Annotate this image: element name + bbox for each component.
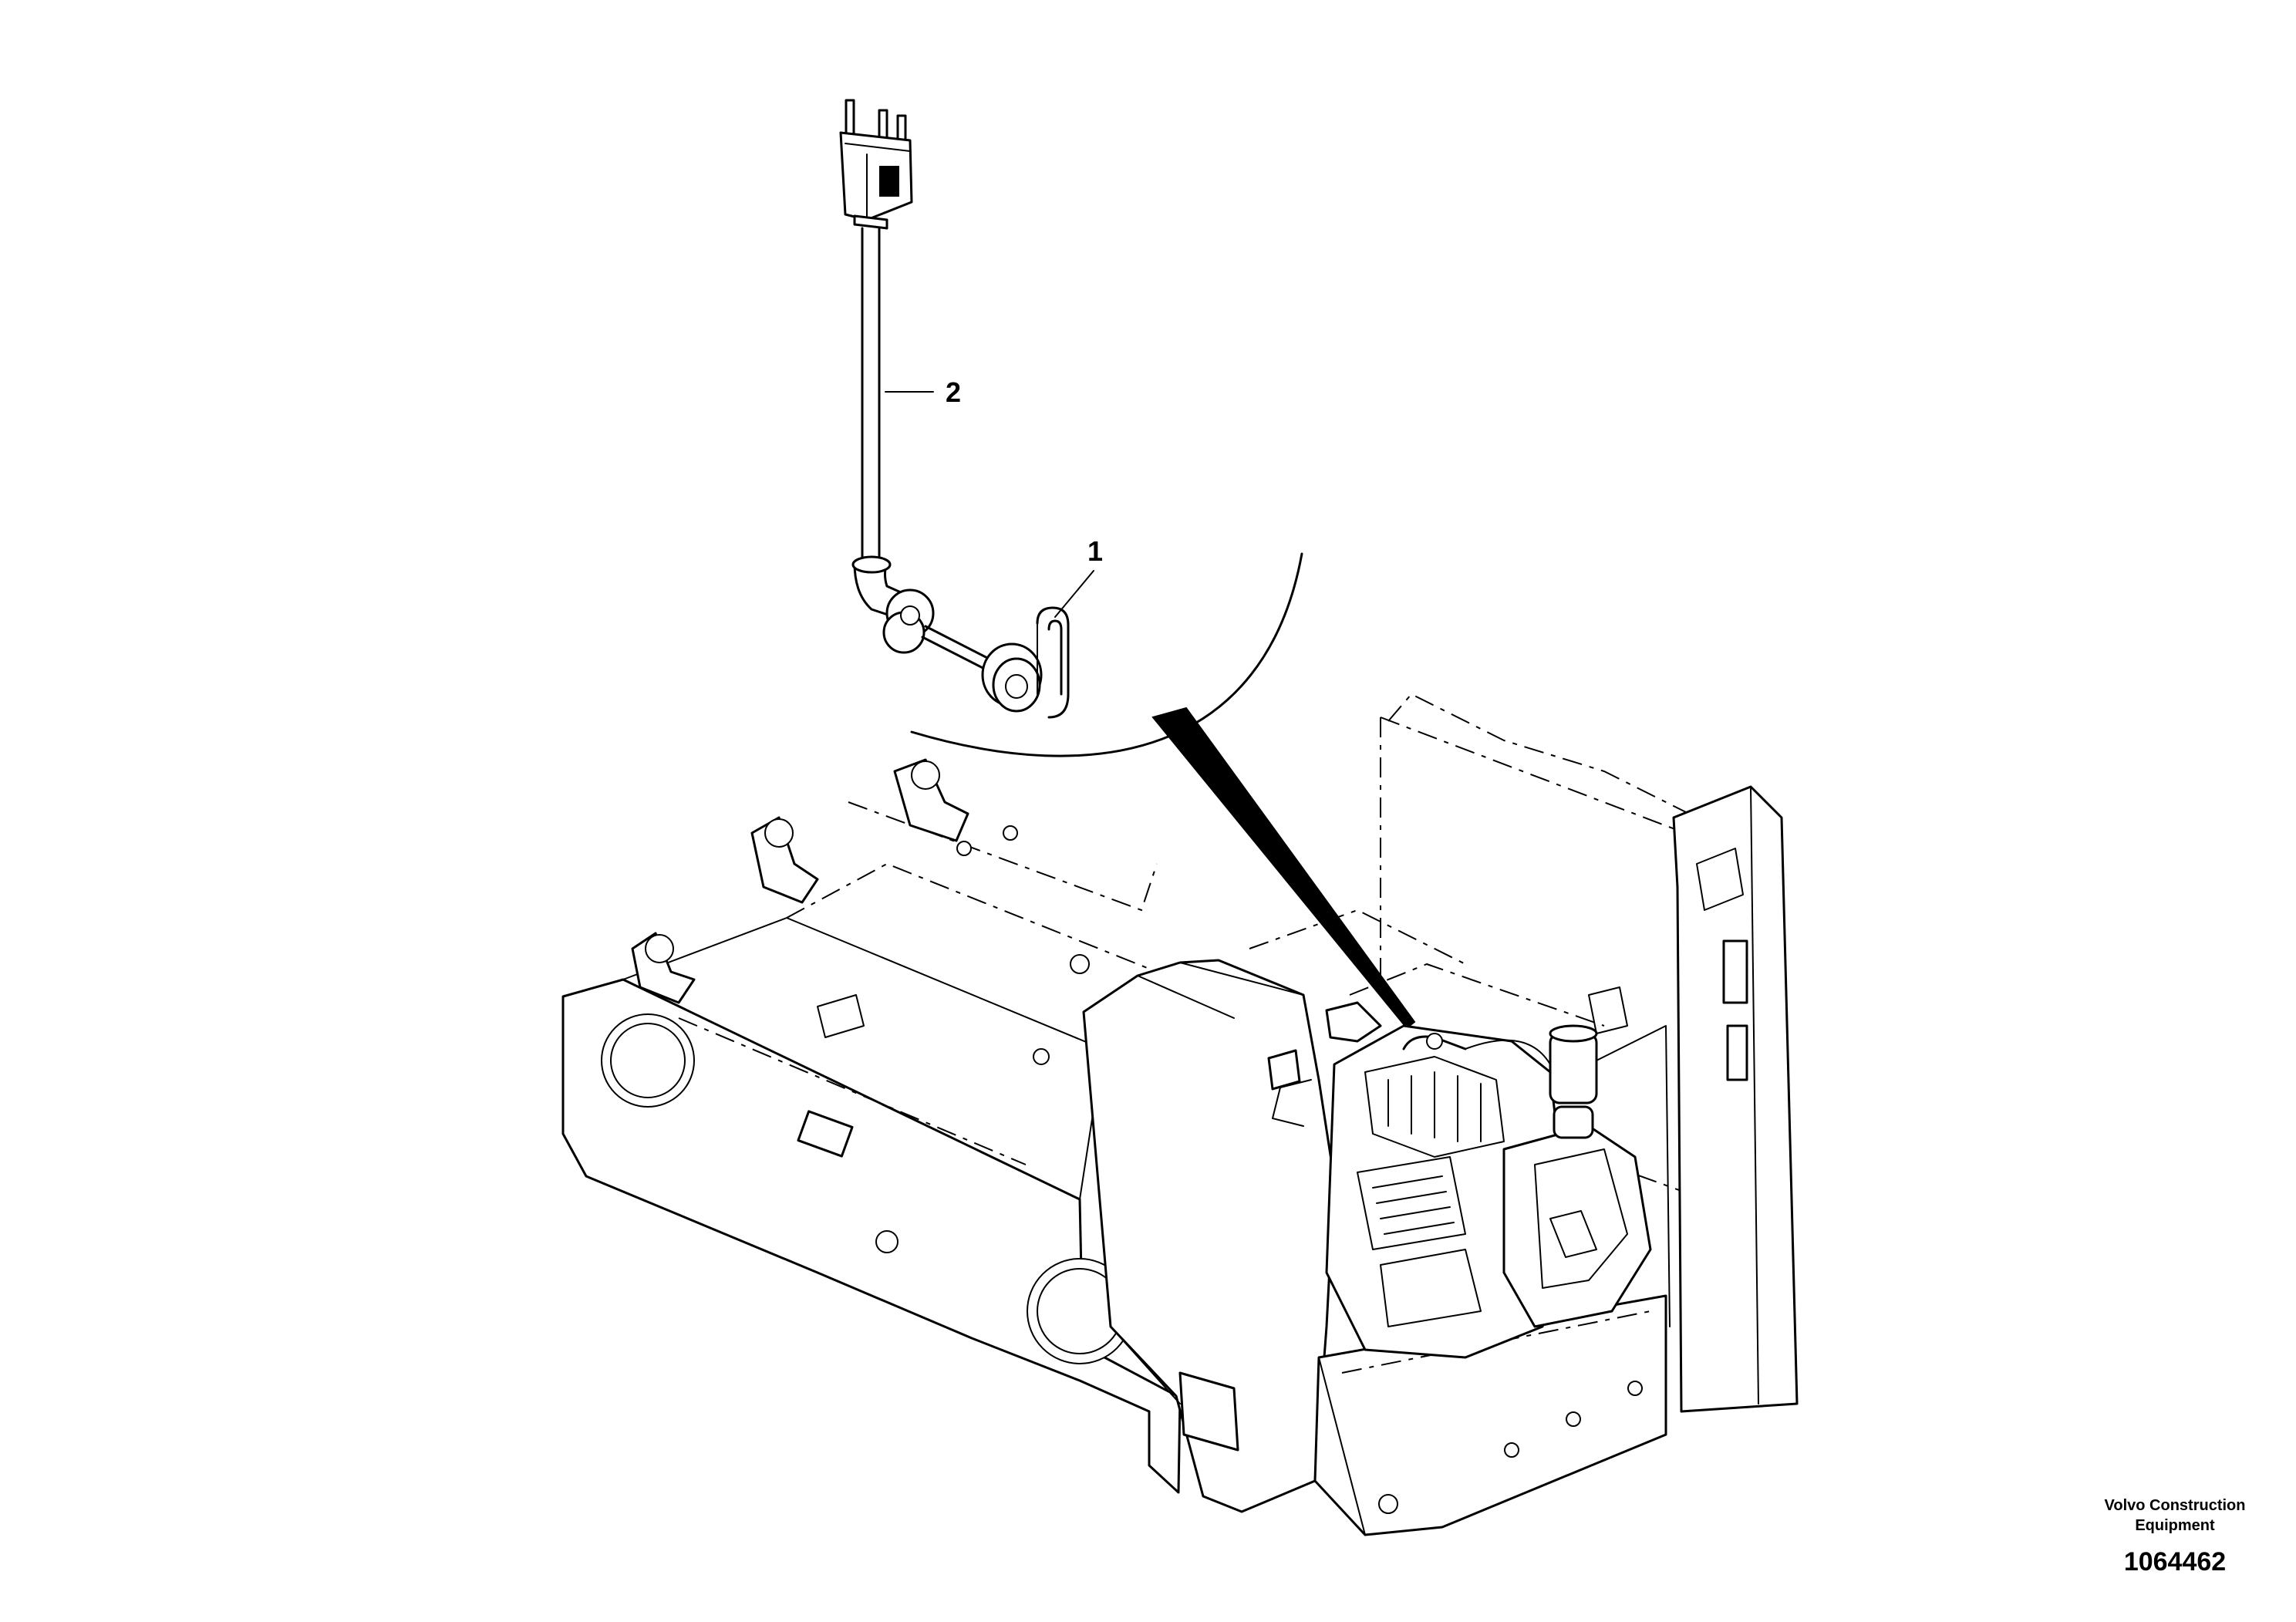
heater-rod bbox=[921, 606, 1070, 719]
detail-pointer bbox=[1151, 706, 1416, 1030]
block-heater-detail bbox=[839, 99, 1094, 719]
plug-body bbox=[839, 131, 913, 230]
engine-assembly bbox=[1272, 986, 1652, 1359]
callout-2: 2 bbox=[946, 376, 961, 408]
publisher-line-1: Volvo Construction bbox=[2105, 1497, 2246, 1514]
callout-1: 1 bbox=[1087, 535, 1103, 567]
figure-number: 1064462 bbox=[2124, 1547, 2226, 1576]
heater-elbow bbox=[851, 555, 935, 654]
callout-1-leader bbox=[1054, 570, 1094, 618]
detail-magnifier-arc bbox=[910, 552, 1303, 757]
machine-frame bbox=[561, 693, 1799, 1536]
publisher-line-2: Equipment bbox=[2135, 1517, 2215, 1534]
heater-cord bbox=[861, 227, 881, 565]
